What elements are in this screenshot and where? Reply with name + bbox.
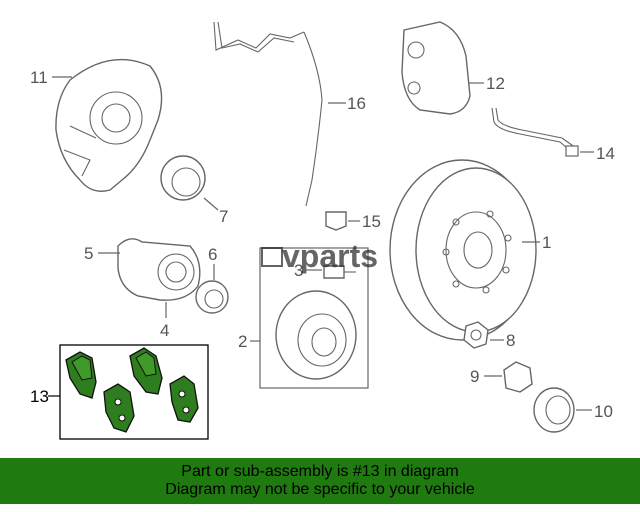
part-7-seal[interactable]	[160, 155, 206, 201]
banner-line-1: Part or sub-assembly is #13 in diagram	[181, 463, 459, 480]
callout-13: 13	[30, 387, 60, 406]
svg-text:5: 5	[84, 244, 93, 263]
part-1-rotor[interactable]	[389, 159, 537, 341]
svg-text:6: 6	[208, 245, 217, 264]
part-13-brake-pads[interactable]	[59, 344, 209, 440]
svg-text:16: 16	[347, 94, 366, 113]
callout-9: 9	[470, 367, 502, 386]
part-9-cap[interactable]	[503, 361, 533, 393]
callout-16: 16	[328, 94, 366, 113]
part-14-brake-hose[interactable]	[491, 107, 579, 157]
part-6-seal[interactable]	[195, 280, 229, 314]
svg-text:2: 2	[238, 332, 247, 351]
svg-text:13: 13	[30, 387, 49, 406]
svg-text:7: 7	[219, 207, 228, 226]
info-banner: Part or sub-assembly is #13 in diagram D…	[0, 458, 640, 504]
svg-text:15: 15	[362, 212, 381, 231]
callout-1: 1	[522, 233, 551, 252]
vparts-logo: vparts	[261, 238, 378, 274]
part-15-sensor[interactable]	[325, 211, 347, 231]
svg-text:9: 9	[470, 367, 479, 386]
svg-text:8: 8	[506, 331, 515, 350]
svg-text:10: 10	[594, 402, 613, 421]
callout-6: 6	[208, 245, 217, 280]
banner-line-2: Diagram may not be specific to your vehi…	[165, 481, 475, 498]
svg-text:vparts: vparts	[282, 238, 378, 274]
part-16-sensor-wire[interactable]	[213, 21, 323, 207]
svg-text:4: 4	[160, 321, 169, 340]
svg-text:1: 1	[542, 233, 551, 252]
svg-text:12: 12	[486, 74, 505, 93]
callout-7: 7	[203, 197, 228, 226]
svg-text:11: 11	[30, 68, 48, 87]
callout-2: 2	[238, 332, 260, 351]
part-10-grease-cap[interactable]	[533, 387, 575, 433]
callout-4: 4	[160, 302, 169, 340]
svg-text:14: 14	[596, 144, 615, 163]
part-2-hub-assembly[interactable]	[259, 247, 369, 389]
callout-11: 11	[30, 68, 72, 87]
part-4-knuckle[interactable]	[117, 238, 201, 301]
part-8-nut[interactable]	[463, 321, 489, 349]
svg-text:3: 3	[294, 261, 303, 280]
callout-15: 15	[348, 212, 381, 231]
callout-3: 3	[294, 261, 322, 280]
part-11-dust-shield[interactable]	[55, 58, 163, 192]
callout-8: 8	[490, 331, 515, 350]
part-3-bolt[interactable]	[323, 265, 356, 279]
callout-5: 5	[84, 244, 120, 263]
callout-14: 14	[580, 144, 615, 163]
callout-10: 10	[576, 402, 613, 421]
part-12-caliper[interactable]	[401, 21, 471, 115]
callout-12: 12	[468, 74, 505, 93]
